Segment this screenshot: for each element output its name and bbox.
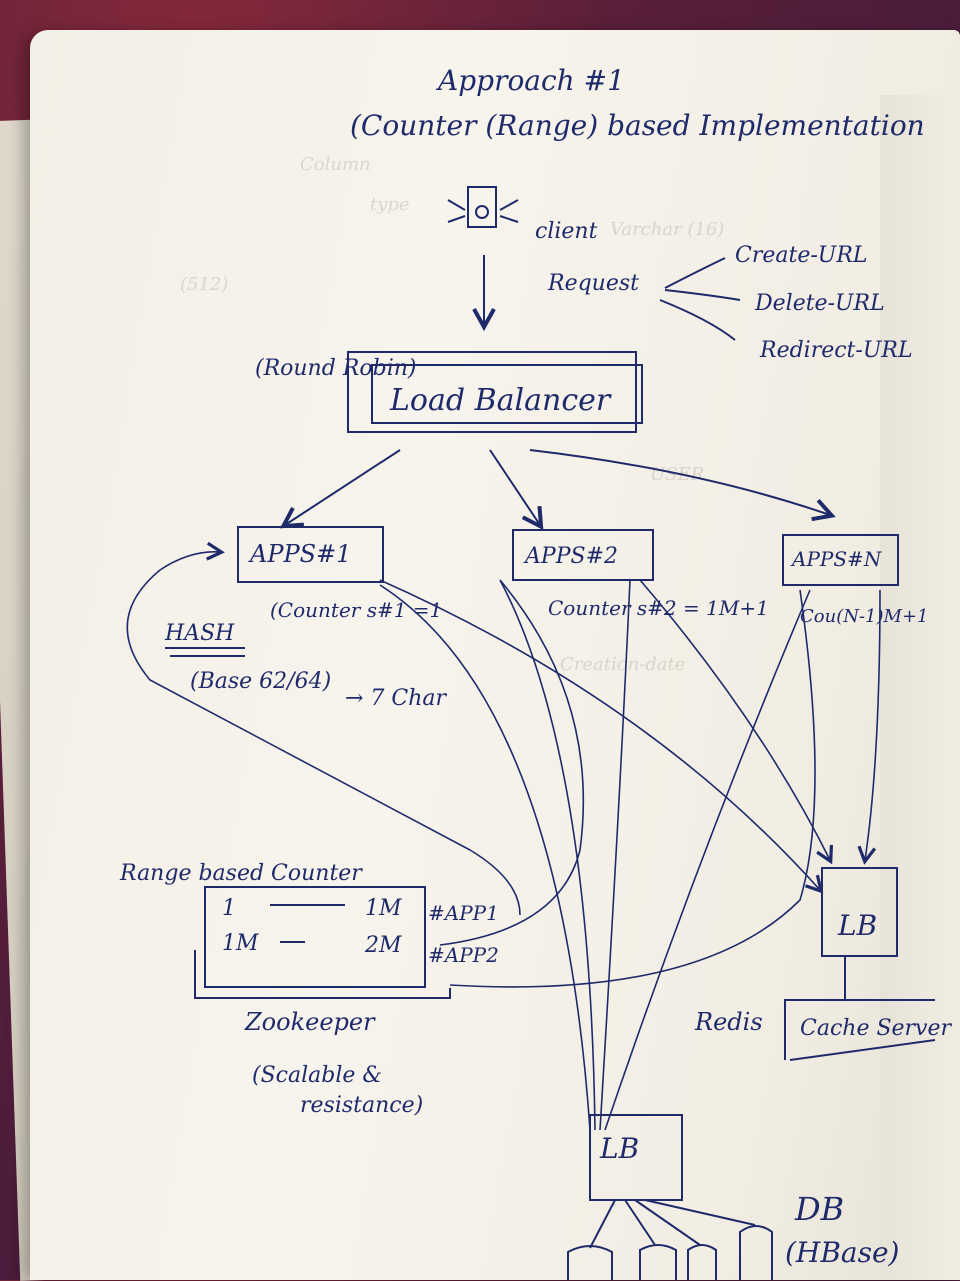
appn-counter: Cou(N-1)M+1 <box>800 606 929 627</box>
range-row2-from: 1M <box>222 931 259 956</box>
range-row1-tag: #APP1 <box>428 901 499 925</box>
app1-to-db-lb-line <box>379 584 591 1131</box>
load-balancer-inner-box <box>371 364 643 424</box>
db-line-1 <box>589 1199 616 1249</box>
title-approach: Approach #1 <box>435 64 625 97</box>
range-row2-tag: #APP2 <box>428 943 499 967</box>
appn-box <box>782 534 899 586</box>
zookeeper-note-2: resistance) <box>300 1093 423 1118</box>
appn-label: APPS#N <box>790 547 883 571</box>
hash-label: HASH <box>164 621 235 646</box>
zookeeper-to-app1-line <box>126 552 521 916</box>
zookeeper-box <box>204 886 426 988</box>
lb-strategy: (Round Robin) <box>255 356 417 381</box>
svg-text:Creation-date: Creation-date <box>560 654 685 675</box>
request-line-create <box>664 257 726 289</box>
cache-server-label: Cache Server <box>800 1016 953 1041</box>
svg-text:type: type <box>370 194 410 215</box>
appn-to-cache-lb-line <box>865 589 881 860</box>
title-implementation: (Counter (Range) based Implementation <box>350 109 925 142</box>
svg-text:Varchar (16): Varchar (16) <box>610 219 724 240</box>
hash-base: (Base 62/64) <box>190 669 331 694</box>
request-create: Create-URL <box>735 243 868 268</box>
request-redirect: Redirect-URL <box>759 338 913 363</box>
app2-label: APPS#2 <box>523 544 618 569</box>
app2-to-cache-lb-line <box>639 579 830 860</box>
lb-to-app1-arrow <box>285 449 401 525</box>
notebook-page-edge <box>880 95 960 1280</box>
db-label: DB <box>794 1190 844 1228</box>
cache-lb-box <box>821 867 898 957</box>
cache-server-box <box>784 999 935 1060</box>
db-cylinders <box>567 1225 773 1280</box>
appn-to-db-lb-line <box>604 589 811 1131</box>
load-balancer-label: Load Balancer <box>389 383 612 418</box>
db-lb-label: LB <box>599 1132 639 1165</box>
redis-label: Redis <box>694 1008 763 1036</box>
request-line-redirect <box>659 299 736 341</box>
app1-counter: (Counter s#1 =1 <box>270 598 442 622</box>
svg-text:(512): (512) <box>180 274 228 295</box>
request-delete: Delete-URL <box>754 291 885 316</box>
range-counter-title: Range based Counter <box>119 861 363 886</box>
cache-server-box-bottom <box>789 1039 936 1061</box>
client-icon <box>447 186 519 228</box>
request-line-delete <box>664 289 741 301</box>
range-row2-to: 2M <box>364 933 402 958</box>
request-label: Request <box>547 271 639 296</box>
db-line-3 <box>634 1199 701 1246</box>
load-balancer-box <box>347 351 637 433</box>
lb-to-appn-arrow <box>529 449 830 515</box>
zookeeper-to-appn-line <box>449 589 816 988</box>
zookeeper-box-shadow <box>194 950 451 999</box>
db-line-2 <box>624 1199 656 1246</box>
app1-to-cache-lb-line <box>379 579 820 890</box>
app1-box <box>237 526 384 583</box>
db-line-4 <box>644 1199 756 1226</box>
range-row1-from: 1 <box>222 896 236 921</box>
db-type: (HBase) <box>785 1236 899 1269</box>
app2-box <box>512 529 654 581</box>
client-label: client <box>535 219 598 244</box>
cache-lb-label: LB <box>837 909 877 942</box>
app1-label: APPS#1 <box>248 540 351 568</box>
app2b-to-db-lb-line <box>599 579 631 1131</box>
zookeeper-note-1: (Scalable & <box>252 1063 382 1088</box>
zookeeper-label: Zookeeper <box>244 1008 376 1036</box>
lb-to-app2-arrow <box>489 449 540 525</box>
hash-chars: → 7 Char <box>345 686 448 711</box>
svg-text:Column: Column <box>300 154 371 175</box>
range-row1-to: 1M <box>365 896 402 921</box>
zookeeper-to-app2-line <box>439 579 585 946</box>
app2-to-db-lb-line <box>499 579 596 1131</box>
app2-counter: Counter s#2 = 1M+1 <box>548 596 769 620</box>
